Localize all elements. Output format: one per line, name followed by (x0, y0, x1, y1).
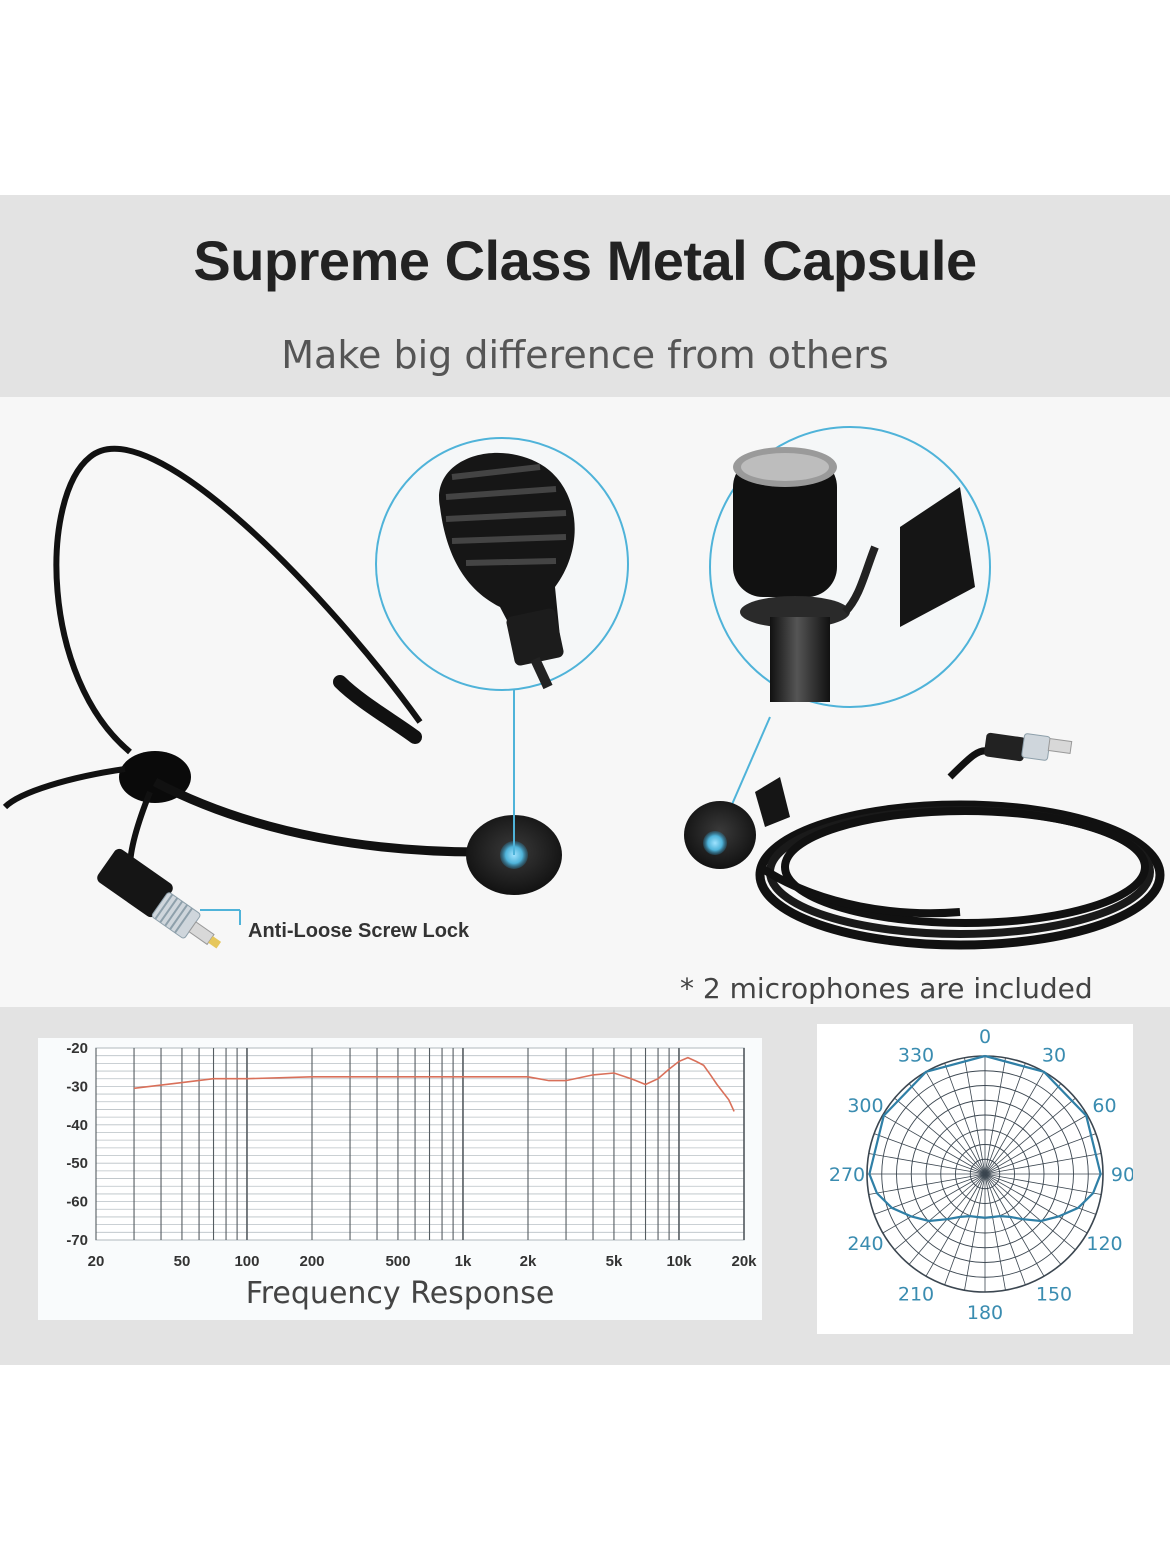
polar-spoke (984, 1097, 1076, 1175)
product-photo (2, 426, 1165, 950)
polar-angle-label: 30 (1042, 1044, 1066, 1066)
polar-angle-label: 210 (898, 1284, 934, 1306)
y-tick-label: -50 (66, 1155, 88, 1172)
y-tick-label: -60 (66, 1194, 88, 1211)
x-tick-label: 20 (88, 1253, 105, 1270)
headset-plug-body (97, 848, 173, 918)
response-curve (133, 1056, 735, 1112)
polar-spoke (944, 1173, 986, 1286)
polar-angle-label: 270 (829, 1164, 865, 1186)
headset-ear-hook (53, 446, 423, 755)
y-tick-label: -30 (66, 1078, 88, 1095)
polar-spoke (894, 1097, 986, 1175)
polar-spoke (964, 1057, 986, 1175)
polar-angle-label: 240 (847, 1233, 883, 1255)
polar-angle-label: 0 (979, 1026, 991, 1048)
polar-spoke (894, 1173, 986, 1251)
polar-spoke (925, 1173, 986, 1277)
polar-spoke (964, 1173, 986, 1291)
headset-boom (152, 778, 481, 857)
polar-angle-label: 180 (967, 1302, 1003, 1324)
polar-spoke (984, 1173, 1076, 1251)
page-subtitle: Make big difference from others (281, 333, 889, 377)
polar-angle-label: 60 (1092, 1095, 1116, 1117)
polar-spoke (925, 1071, 986, 1175)
polar-spoke (868, 1153, 986, 1175)
polar-spoke (984, 1173, 1026, 1286)
polar-angle-label: 150 (1036, 1284, 1072, 1306)
polar-pattern-chart: 0 30 60 90 120 150 180 210 240 270 300 330 (829, 1026, 1133, 1324)
x-tick-label: 500 (385, 1253, 410, 1270)
polar-spoke (984, 1083, 1062, 1175)
headset-cable (2, 766, 126, 810)
polar-spoke (984, 1173, 1102, 1195)
polar-angle-label: 330 (898, 1044, 934, 1066)
lavalier-capsule-glow (703, 831, 727, 855)
polar-spoke (984, 1071, 1045, 1175)
polar-spoke (944, 1062, 986, 1175)
polar-angle-label: 90 (1111, 1164, 1133, 1186)
x-tick-label: 10k (666, 1253, 692, 1270)
x-tick-label: 2k (520, 1253, 537, 1270)
polar-pattern-panel: 0 30 60 90 120 150 180 210 240 270 300 330 (817, 1024, 1133, 1334)
polar-spoke (984, 1114, 1088, 1175)
polar-spoke (984, 1133, 1097, 1175)
polar-spoke (984, 1173, 1006, 1291)
headset-cable-down (127, 790, 153, 868)
y-tick-label: -70 (66, 1232, 88, 1249)
lavalier-capsule-zoom (709, 426, 991, 833)
x-tick-label: 1k (455, 1253, 472, 1270)
polar-spoke (882, 1114, 986, 1175)
polar-spoke (882, 1173, 986, 1234)
frequency-response-label: Frequency Response (245, 1276, 555, 1311)
polar-spoke (984, 1173, 1045, 1277)
x-tick-label: 20k (731, 1253, 757, 1270)
screw-lock-label: Anti-Loose Screw Lock (248, 920, 470, 942)
lavalier-clip (755, 777, 790, 827)
lavalier-mic (684, 732, 1165, 950)
page-title: Supreme Class Metal Capsule (193, 229, 977, 292)
polar-angle-label: 120 (1086, 1233, 1122, 1255)
x-tick-label: 5k (606, 1253, 623, 1270)
y-tick-label: -20 (66, 1040, 88, 1057)
polar-spoke (908, 1083, 986, 1175)
polar-angle-label: 300 (847, 1095, 883, 1117)
headset-ear-tip (333, 675, 422, 744)
x-tick-label: 50 (174, 1253, 191, 1270)
polar-spoke (873, 1133, 986, 1175)
polar-spoke (984, 1173, 1088, 1234)
y-tick-label: -40 (66, 1117, 88, 1134)
polar-spoke (984, 1062, 1026, 1175)
x-tick-label: 100 (234, 1253, 259, 1270)
included-note: * 2 microphones are included (680, 972, 1093, 1005)
polar-spoke (984, 1057, 1006, 1175)
polar-spoke (868, 1173, 986, 1195)
headset-capsule-zoom (375, 437, 629, 855)
polar-spoke (984, 1153, 1102, 1175)
polar-pattern-curve (868, 1054, 1102, 1223)
x-tick-label: 200 (299, 1253, 324, 1270)
header-band (0, 195, 1170, 397)
